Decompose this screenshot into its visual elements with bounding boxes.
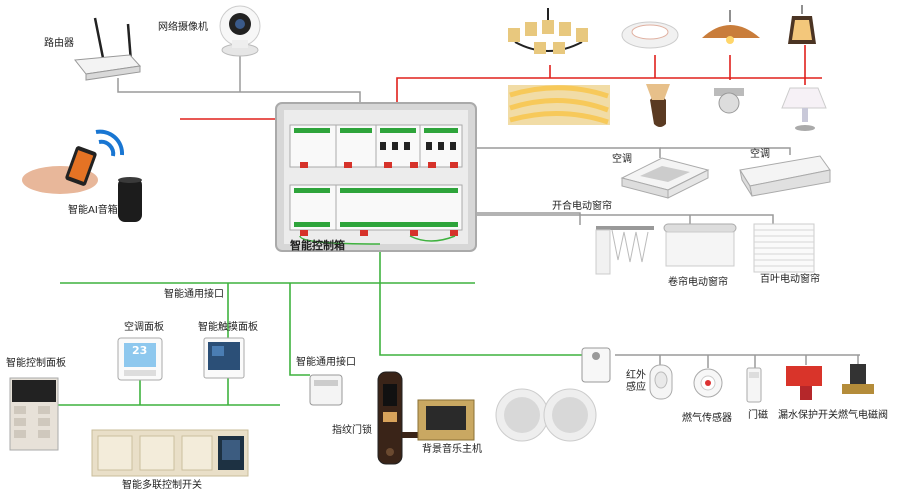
spot-light (714, 88, 744, 114)
blind-curtain (753, 223, 815, 273)
router-label: 路由器 (44, 38, 74, 49)
door-magnet-label: 门磁 (748, 410, 768, 421)
control-box-label: 智能控制箱 (290, 239, 345, 252)
multi-switch-label: 智能多联控制开关 (122, 480, 202, 491)
door-magnet-sensor (746, 367, 762, 403)
table-lamp (781, 87, 827, 131)
bg-music-label: 背景音乐主机 (422, 444, 482, 455)
router-device (74, 17, 142, 81)
led-strip-light (508, 85, 610, 125)
ceiling-speakers (495, 388, 597, 442)
fingerprint-lock-label: 指纹门锁 (332, 425, 372, 436)
infrared-sensor (649, 364, 673, 400)
gas-valve-device (842, 364, 874, 394)
infrared-label: 红外 感应 (626, 370, 646, 393)
touch-panel-device (203, 337, 245, 379)
ceiling-light (621, 21, 679, 49)
ceiling-ac-unit (620, 157, 710, 199)
control-box (275, 102, 477, 252)
fingerprint-lock-device (377, 371, 424, 465)
ai-speaker-label: 智能AI音箱 (68, 205, 118, 216)
ai-speaker-device (22, 129, 142, 222)
chandelier-light (508, 8, 588, 54)
gas-valve-label: 燃气电磁阀 (838, 410, 888, 421)
camera-device (219, 5, 261, 57)
music-host-device (417, 399, 475, 441)
multi-switch-device (91, 429, 249, 477)
universal-port-label-1: 智能通用接口 (164, 289, 224, 300)
curtain-blind-label: 百叶电动窗帘 (760, 274, 820, 285)
ac2-label: 空调 (750, 149, 770, 160)
leak-switch-device (786, 366, 822, 400)
universal-port-label-2: 智能通用接口 (296, 357, 356, 368)
sensor-hub-device (581, 347, 611, 383)
ac1-label: 空调 (612, 154, 632, 165)
ac-panel-device (117, 337, 163, 381)
camera-label: 网络摄像机 (158, 22, 208, 33)
duct-ac-unit (739, 155, 831, 197)
curtain-roll-label: 卷帘电动窗帘 (668, 277, 728, 288)
green-wiring (40, 217, 583, 406)
control-panel-label: 智能控制面板 (6, 358, 66, 369)
touch-panel-label: 智能触摸面板 (198, 322, 258, 333)
roller-curtain (663, 223, 737, 267)
pendant-light (702, 10, 760, 44)
leak-switch-label: 漏水保护开关 (778, 410, 838, 421)
control-panel-device (9, 377, 59, 451)
wall-lamp (646, 84, 670, 127)
universal-port-device (309, 374, 343, 406)
curtain-open-label: 开合电动窗帘 (552, 201, 612, 212)
gas-sensor-label: 燃气传感器 (682, 413, 732, 424)
gas-sensor (693, 368, 723, 398)
ac-panel-label: 空调面板 (124, 322, 164, 333)
ac-panel-display: 23 (132, 344, 148, 357)
lantern-light (788, 5, 816, 44)
open-curtain (595, 226, 654, 275)
